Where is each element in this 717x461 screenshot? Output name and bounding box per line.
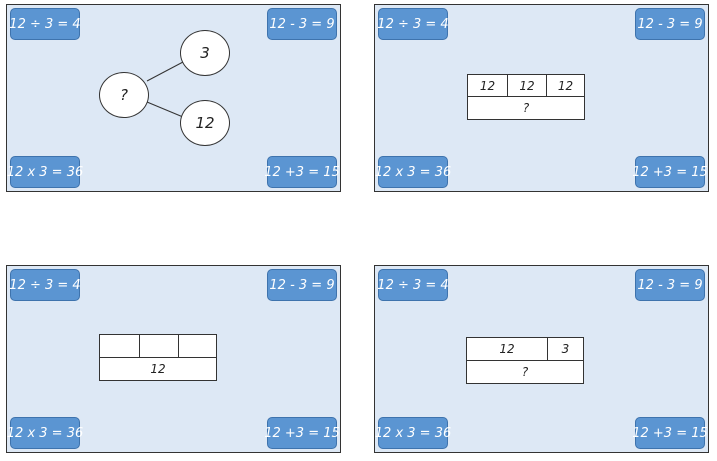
bar-parts-row: 12 3	[467, 338, 583, 361]
division-fact-chip: 12 ÷ 3 = 4	[377, 269, 449, 301]
bar-part: 12	[507, 75, 546, 96]
bar-parts-row	[100, 335, 216, 358]
subtraction-fact-chip: 12 - 3 = 9	[267, 269, 337, 301]
subtraction-fact-chip: 12 - 3 = 9	[635, 8, 705, 40]
bar-model: 12 3 ?	[466, 337, 584, 384]
part-circle-top: 3	[180, 30, 230, 76]
bar-parts-row: 12 12 12	[468, 75, 584, 97]
subtraction-fact-chip: 12 - 3 = 9	[267, 8, 337, 40]
panel-bar-model-add: 12 ÷ 3 = 4 12 - 3 = 9 12 x 3 = 36 12 +3 …	[374, 265, 709, 453]
panel-bar-model-divide: 12 ÷ 3 = 4 12 - 3 = 9 12 x 3 = 36 12 +3 …	[6, 265, 341, 453]
bar-part: 12	[546, 75, 584, 96]
bar-model: 12	[99, 334, 217, 381]
bar-part	[178, 335, 216, 357]
connector-line-top	[146, 61, 184, 82]
bar-whole-row: ?	[467, 361, 583, 384]
bar-whole-row: 12	[100, 358, 216, 381]
bar-part	[139, 335, 178, 357]
multiplication-fact-chip: 12 x 3 = 36	[7, 156, 83, 188]
division-fact-chip: 12 ÷ 3 = 4	[9, 8, 81, 40]
addition-fact-chip: 12 +3 = 15	[632, 417, 708, 449]
subtraction-fact-chip: 12 - 3 = 9	[635, 269, 705, 301]
multiplication-fact-chip: 12 x 3 = 36	[7, 417, 83, 449]
whole-circle: ?	[99, 72, 149, 118]
bar-part: 12	[499, 341, 515, 356]
bar-whole: 12	[150, 361, 166, 376]
bar-whole: ?	[521, 364, 529, 379]
panel-bar-model-multiply: 12 ÷ 3 = 4 12 - 3 = 9 12 x 3 = 36 12 +3 …	[374, 4, 709, 192]
bar-whole-row: ?	[468, 97, 584, 119]
panel-part-whole: 12 ÷ 3 = 4 12 - 3 = 9 12 x 3 = 36 12 +3 …	[6, 4, 341, 192]
bar-whole: ?	[522, 101, 530, 115]
addition-fact-chip: 12 +3 = 15	[264, 156, 340, 188]
connector-lines	[146, 61, 184, 118]
multiplication-fact-chip: 12 x 3 = 36	[375, 156, 451, 188]
addition-fact-chip: 12 +3 = 15	[632, 156, 708, 188]
part-circle-bottom: 12	[180, 100, 230, 146]
connector-line-bottom	[146, 101, 184, 118]
bar-part	[100, 335, 139, 357]
bar-part: 12	[479, 78, 496, 93]
multiplication-fact-chip: 12 x 3 = 36	[375, 417, 451, 449]
division-fact-chip: 12 ÷ 3 = 4	[9, 269, 81, 301]
division-fact-chip: 12 ÷ 3 = 4	[377, 8, 449, 40]
bar-model: 12 12 12 ?	[467, 74, 585, 120]
addition-fact-chip: 12 +3 = 15	[264, 417, 340, 449]
bar-part: 3	[547, 338, 583, 360]
